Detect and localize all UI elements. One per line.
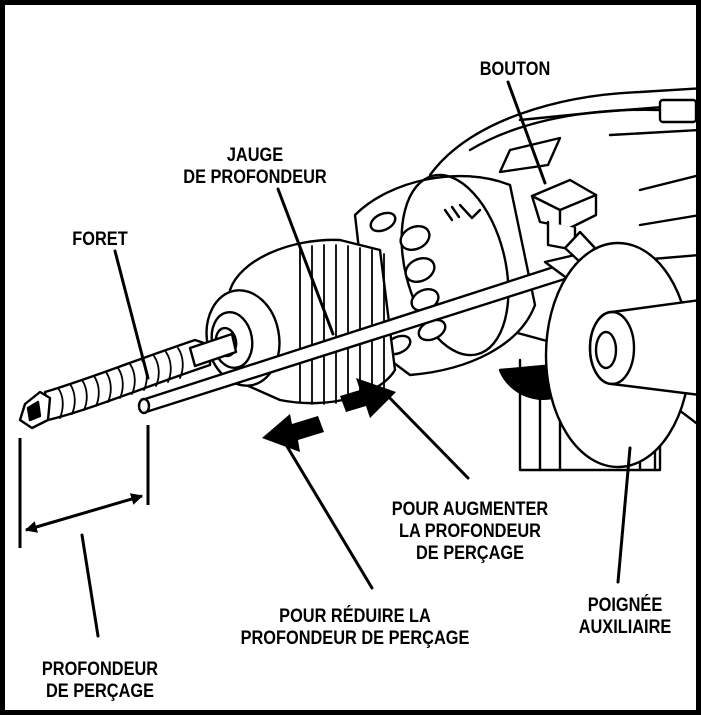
label-bouton: BOUTON [479,59,551,80]
drill-bit [18,332,238,430]
leader-augmenter [380,388,470,480]
label-jauge-de-profondeur: JAUGE DE PROFONDEUR [183,145,327,188]
label-profondeur-de-percage: PROFONDEUR DE PERÇAGE [41,659,159,702]
leader-reduire [280,436,374,590]
leader-poignee [616,446,632,584]
arrow-increase-icon [340,378,396,418]
leader-profondeur [80,533,100,638]
leader-bouton [506,80,547,185]
depth-dimension [18,425,150,548]
label-pour-augmenter: POUR AUGMENTER LA PROFONDEUR DE PERÇAGE [391,499,549,564]
label-foret: FORET [72,229,128,250]
label-pour-reduire: POUR RÉDUIRE LA PROFONDEUR DE PERÇAGE [240,606,470,649]
auxiliary-handle [544,241,696,469]
label-poignee-auxiliaire: POIGNÉE AUXILIAIRE [578,595,672,638]
leader-jauge [276,187,335,336]
arrow-reduce-icon [262,414,324,452]
callout-leaders [80,80,632,638]
leader-foret [113,249,150,380]
drill-illustration [18,80,696,638]
direction-arrows [262,378,396,452]
